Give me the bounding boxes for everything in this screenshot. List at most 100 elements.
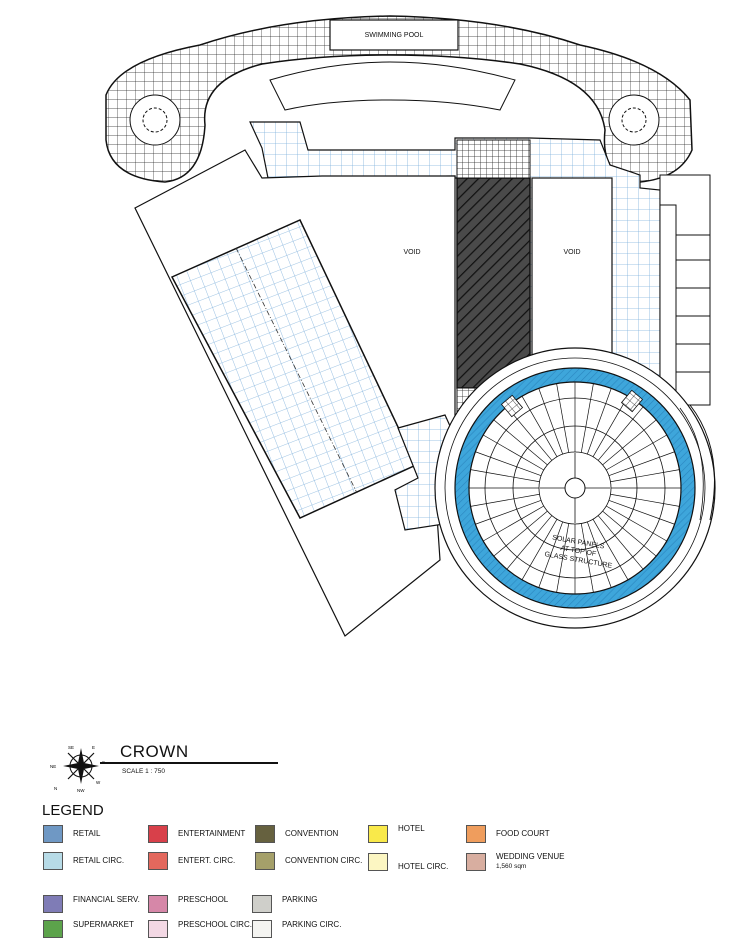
rotunda-spoke (602, 419, 657, 466)
legend-label: PARKING CIRC. (282, 920, 342, 929)
rotunda-outer-ring (689, 404, 715, 521)
legend-swatch (43, 852, 63, 870)
floor-plan: SWIMMING POOL VOID VOID (105, 15, 716, 637)
legend-item-preschool: PRESCHOOL (148, 895, 228, 913)
rotunda-spoke (470, 469, 540, 483)
rotunda-spoke (475, 451, 542, 477)
legend-label: WEDDING VENUE 1,560 sqm (496, 852, 564, 872)
rotunda-spoke (606, 505, 667, 542)
compass-e-label: E (92, 745, 95, 750)
rotunda-spoke (556, 383, 570, 453)
rotunda-spoke (606, 434, 667, 471)
compass-icon: SE E NE N NW W S (50, 745, 105, 793)
crown-inner-arc (269, 61, 516, 111)
right-facade-columns (659, 174, 711, 406)
rotunda-spoke (493, 510, 548, 557)
legend-swatch (466, 853, 486, 871)
legend-swatch (148, 895, 168, 913)
compass-w-label: W (96, 780, 101, 785)
rotunda-spoke (538, 388, 564, 455)
legend-item-retail-circ: RETAIL CIRC. (43, 852, 124, 870)
rotunda-spoke (483, 505, 544, 542)
legend-swatch (368, 853, 388, 871)
left-tower-core (142, 107, 168, 133)
legend-item-parking: PARKING (252, 895, 317, 913)
void-left-label: VOID (403, 249, 420, 256)
compass-se-label: SE (68, 745, 74, 750)
legend-item-entert-circ: ENTERT. CIRC. (148, 852, 235, 870)
void-right-label: VOID (563, 249, 580, 256)
right-tower-core (621, 107, 647, 133)
compass-ne-label: NE (50, 764, 56, 769)
void-right-area (531, 177, 613, 359)
rotunda-spoke (470, 493, 540, 507)
legend-item-financial-serv: FINANCIAL SERV. (43, 895, 140, 913)
legend-item-supermarket: SUPERMARKET (43, 920, 134, 938)
legend-swatch (252, 895, 272, 913)
legend-swatch (148, 920, 168, 938)
rotunda-spoke (580, 383, 594, 453)
legend-label: ENTERT. CIRC. (178, 856, 236, 865)
rotunda-spoke (608, 499, 675, 525)
legend-label: CONVENTION (285, 829, 339, 838)
legend-swatch (255, 852, 275, 870)
legend-label: PRESCHOOL (178, 895, 229, 904)
rotunda-spoke (610, 469, 680, 483)
rotunda-spoke (483, 434, 544, 471)
legend-swatch (252, 920, 272, 938)
legend-swatch (148, 852, 168, 870)
legend-label: HOTEL CIRC. (398, 862, 449, 871)
legend-item-hotel-circ: HOTEL CIRC. (368, 852, 448, 872)
compass-nw-label: NW (77, 788, 85, 793)
rotunda-spoke (592, 396, 629, 457)
right-round-tower (608, 94, 660, 146)
legend-label: FINANCIAL SERV. (73, 895, 140, 904)
swimming-pool-label: SWIMMING POOL (365, 32, 424, 39)
rotunda-spoke (506, 515, 553, 570)
legend-item-hotel: HOTEL (368, 824, 425, 843)
legend-swatch (148, 825, 168, 843)
rotunda-spoke (538, 521, 564, 588)
left-round-tower (129, 94, 181, 146)
rotunda-spoke (556, 523, 570, 593)
title-rule (100, 762, 278, 764)
rotunda-spoke (586, 388, 612, 455)
rotunda-spoke (597, 515, 644, 570)
legend-item-wedding-venue: WEDDING VENUE 1,560 sqm (466, 852, 564, 872)
rotunda-spoke (597, 406, 644, 461)
legend-swatch (466, 825, 486, 843)
legend-swatch (255, 825, 275, 843)
plan-scale: SCALE 1 : 750 (122, 768, 165, 775)
stair-upper (456, 139, 531, 179)
legend-swatch (43, 825, 63, 843)
legend-item-convention-circ: CONVENTION CIRC. (255, 852, 362, 870)
swimming-pool (329, 19, 459, 51)
rotunda-spoke (506, 406, 553, 461)
legend-label: CONVENTION CIRC. (285, 856, 363, 865)
rotunda-spoke (592, 519, 629, 580)
legend-item-retail: RETAIL (43, 825, 100, 843)
legend-swatch (43, 920, 63, 938)
rotunda-spoke (608, 451, 675, 477)
legend-swatch (43, 895, 63, 913)
plan-title: CROWN (120, 742, 189, 761)
legend-label: HOTEL (398, 824, 425, 833)
rotunda-spoke (602, 510, 657, 557)
rotunda-spoke (475, 499, 542, 525)
compass-n-label: N (54, 786, 57, 791)
legend-label: RETAIL CIRC. (73, 856, 125, 865)
legend-label: PARKING (282, 895, 318, 904)
crown-arc-band (105, 15, 693, 183)
rotunda-spoke (521, 396, 558, 457)
legend-item-food-court: FOOD COURT (466, 825, 550, 843)
legend-label: RETAIL (73, 829, 101, 838)
legend-item-preschool-circ: PRESCHOOL CIRC. (148, 920, 252, 938)
legend-label-main: WEDDING VENUE (496, 852, 565, 861)
rotunda-spoke (610, 493, 680, 507)
legend-label: PRESCHOOL CIRC. (178, 920, 252, 929)
legend-swatch (368, 825, 388, 843)
rotunda-spoke (580, 523, 594, 593)
legend-label: SUPERMARKET (73, 920, 134, 929)
legend-label: ENTERTAINMENT (178, 829, 246, 838)
rotunda (434, 347, 716, 629)
